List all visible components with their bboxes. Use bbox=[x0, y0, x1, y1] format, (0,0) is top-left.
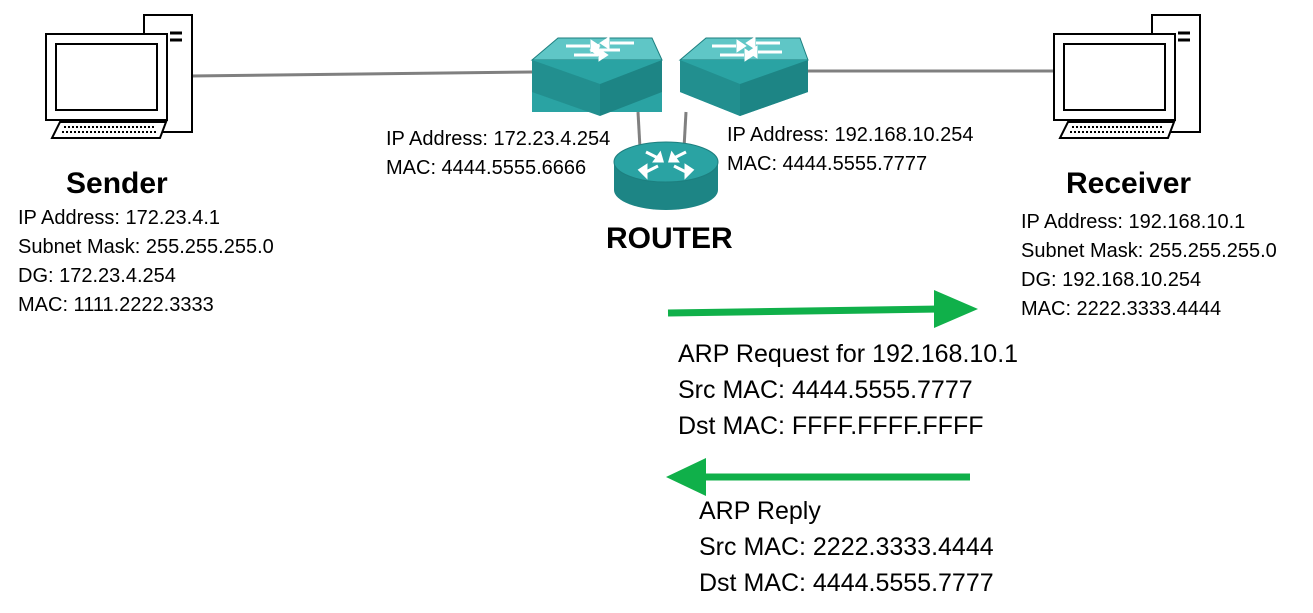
sender-default-gateway: DG: 172.23.4.254 bbox=[18, 265, 176, 287]
arp-request-src-mac: Src MAC: 4444.5555.7777 bbox=[678, 376, 973, 404]
sender-label: Sender bbox=[66, 167, 168, 200]
router-right-ip: IP Address: 192.168.10.254 bbox=[727, 124, 974, 146]
right-switch-icon bbox=[678, 36, 809, 116]
sender-mac: MAC: 1111.2222.3333 bbox=[18, 294, 214, 316]
arp-reply-dst-mac: Dst MAC: 4444.5555.7777 bbox=[699, 569, 994, 597]
router-left-interface: IP Address: 172.23.4.254 MAC: 4444.5555.… bbox=[386, 129, 610, 187]
router-left-ip: IP Address: 172.23.4.254 bbox=[386, 128, 611, 150]
receiver-ip: IP Address: 192.168.10.1 bbox=[1021, 211, 1246, 233]
router-left-mac: MAC: 4444.5555.6666 bbox=[386, 157, 587, 179]
arp-request-text: ARP Request for 192.168.10.1 Src MAC: 44… bbox=[678, 342, 1018, 450]
router-icon bbox=[613, 141, 719, 210]
receiver-label: Receiver bbox=[1066, 167, 1192, 200]
network-links bbox=[189, 69, 1066, 149]
arp-request-dst-mac: Dst MAC: FFFF.FFFF.FFFF bbox=[678, 412, 984, 440]
sender-subnet-mask: Subnet Mask: 255.255.255.0 bbox=[18, 236, 274, 258]
arp-request-arrow bbox=[667, 290, 978, 328]
left-switch-icon bbox=[530, 36, 663, 116]
arp-reply-src-mac: Src MAC: 2222.3333.4444 bbox=[699, 533, 994, 561]
receiver-info: IP Address: 192.168.10.1 Subnet Mask: 25… bbox=[1021, 212, 1277, 328]
arp-reply-text: ARP Reply Src MAC: 2222.3333.4444 Dst MA… bbox=[699, 499, 994, 607]
receiver-computer-icon bbox=[1053, 14, 1201, 139]
sender-to-left-switch-link bbox=[189, 70, 533, 78]
arp-request-title: ARP Request for 192.168.10.1 bbox=[678, 340, 1019, 368]
arp-reply-title: ARP Reply bbox=[699, 497, 821, 525]
receiver-mac: MAC: 2222.3333.4444 bbox=[1021, 298, 1222, 320]
router-right-interface: IP Address: 192.168.10.254 MAC: 4444.555… bbox=[727, 125, 974, 183]
arp-reply-arrow bbox=[666, 458, 970, 496]
right-switch-to-router-link bbox=[682, 111, 688, 149]
sender-info: IP Address: 172.23.4.1 Subnet Mask: 255.… bbox=[18, 208, 274, 324]
router-right-mac: MAC: 4444.5555.7777 bbox=[727, 153, 928, 175]
sender-computer-icon bbox=[45, 14, 193, 139]
receiver-subnet-mask: Subnet Mask: 255.255.255.0 bbox=[1021, 240, 1277, 262]
left-switch-to-router-link bbox=[636, 111, 642, 149]
receiver-default-gateway: DG: 192.168.10.254 bbox=[1021, 269, 1202, 291]
sender-ip: IP Address: 172.23.4.1 bbox=[18, 207, 221, 229]
router-label: ROUTER bbox=[606, 222, 733, 255]
